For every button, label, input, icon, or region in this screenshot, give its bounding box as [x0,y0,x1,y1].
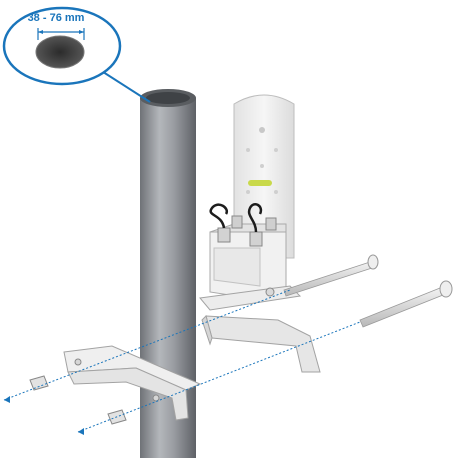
pole-diameter-label: 38 - 76 mm [27,12,85,24]
threaded-bolts [283,254,453,328]
lower-bolt [359,280,453,328]
mounting-pole [140,89,196,458]
front-clamp-bracket [63,345,202,421]
alignment-guides [3,289,361,435]
pole-cross-section-icon [35,35,85,69]
pole-diameter-callout [2,6,151,103]
nut-upper [29,375,49,391]
upper-clamp-bracket [199,285,321,373]
antenna-panel [233,94,295,259]
dimension-arrow-icon [37,28,85,40]
rf-connectors [209,203,277,247]
level-indicator [248,180,272,186]
upper-bolt [283,254,379,297]
